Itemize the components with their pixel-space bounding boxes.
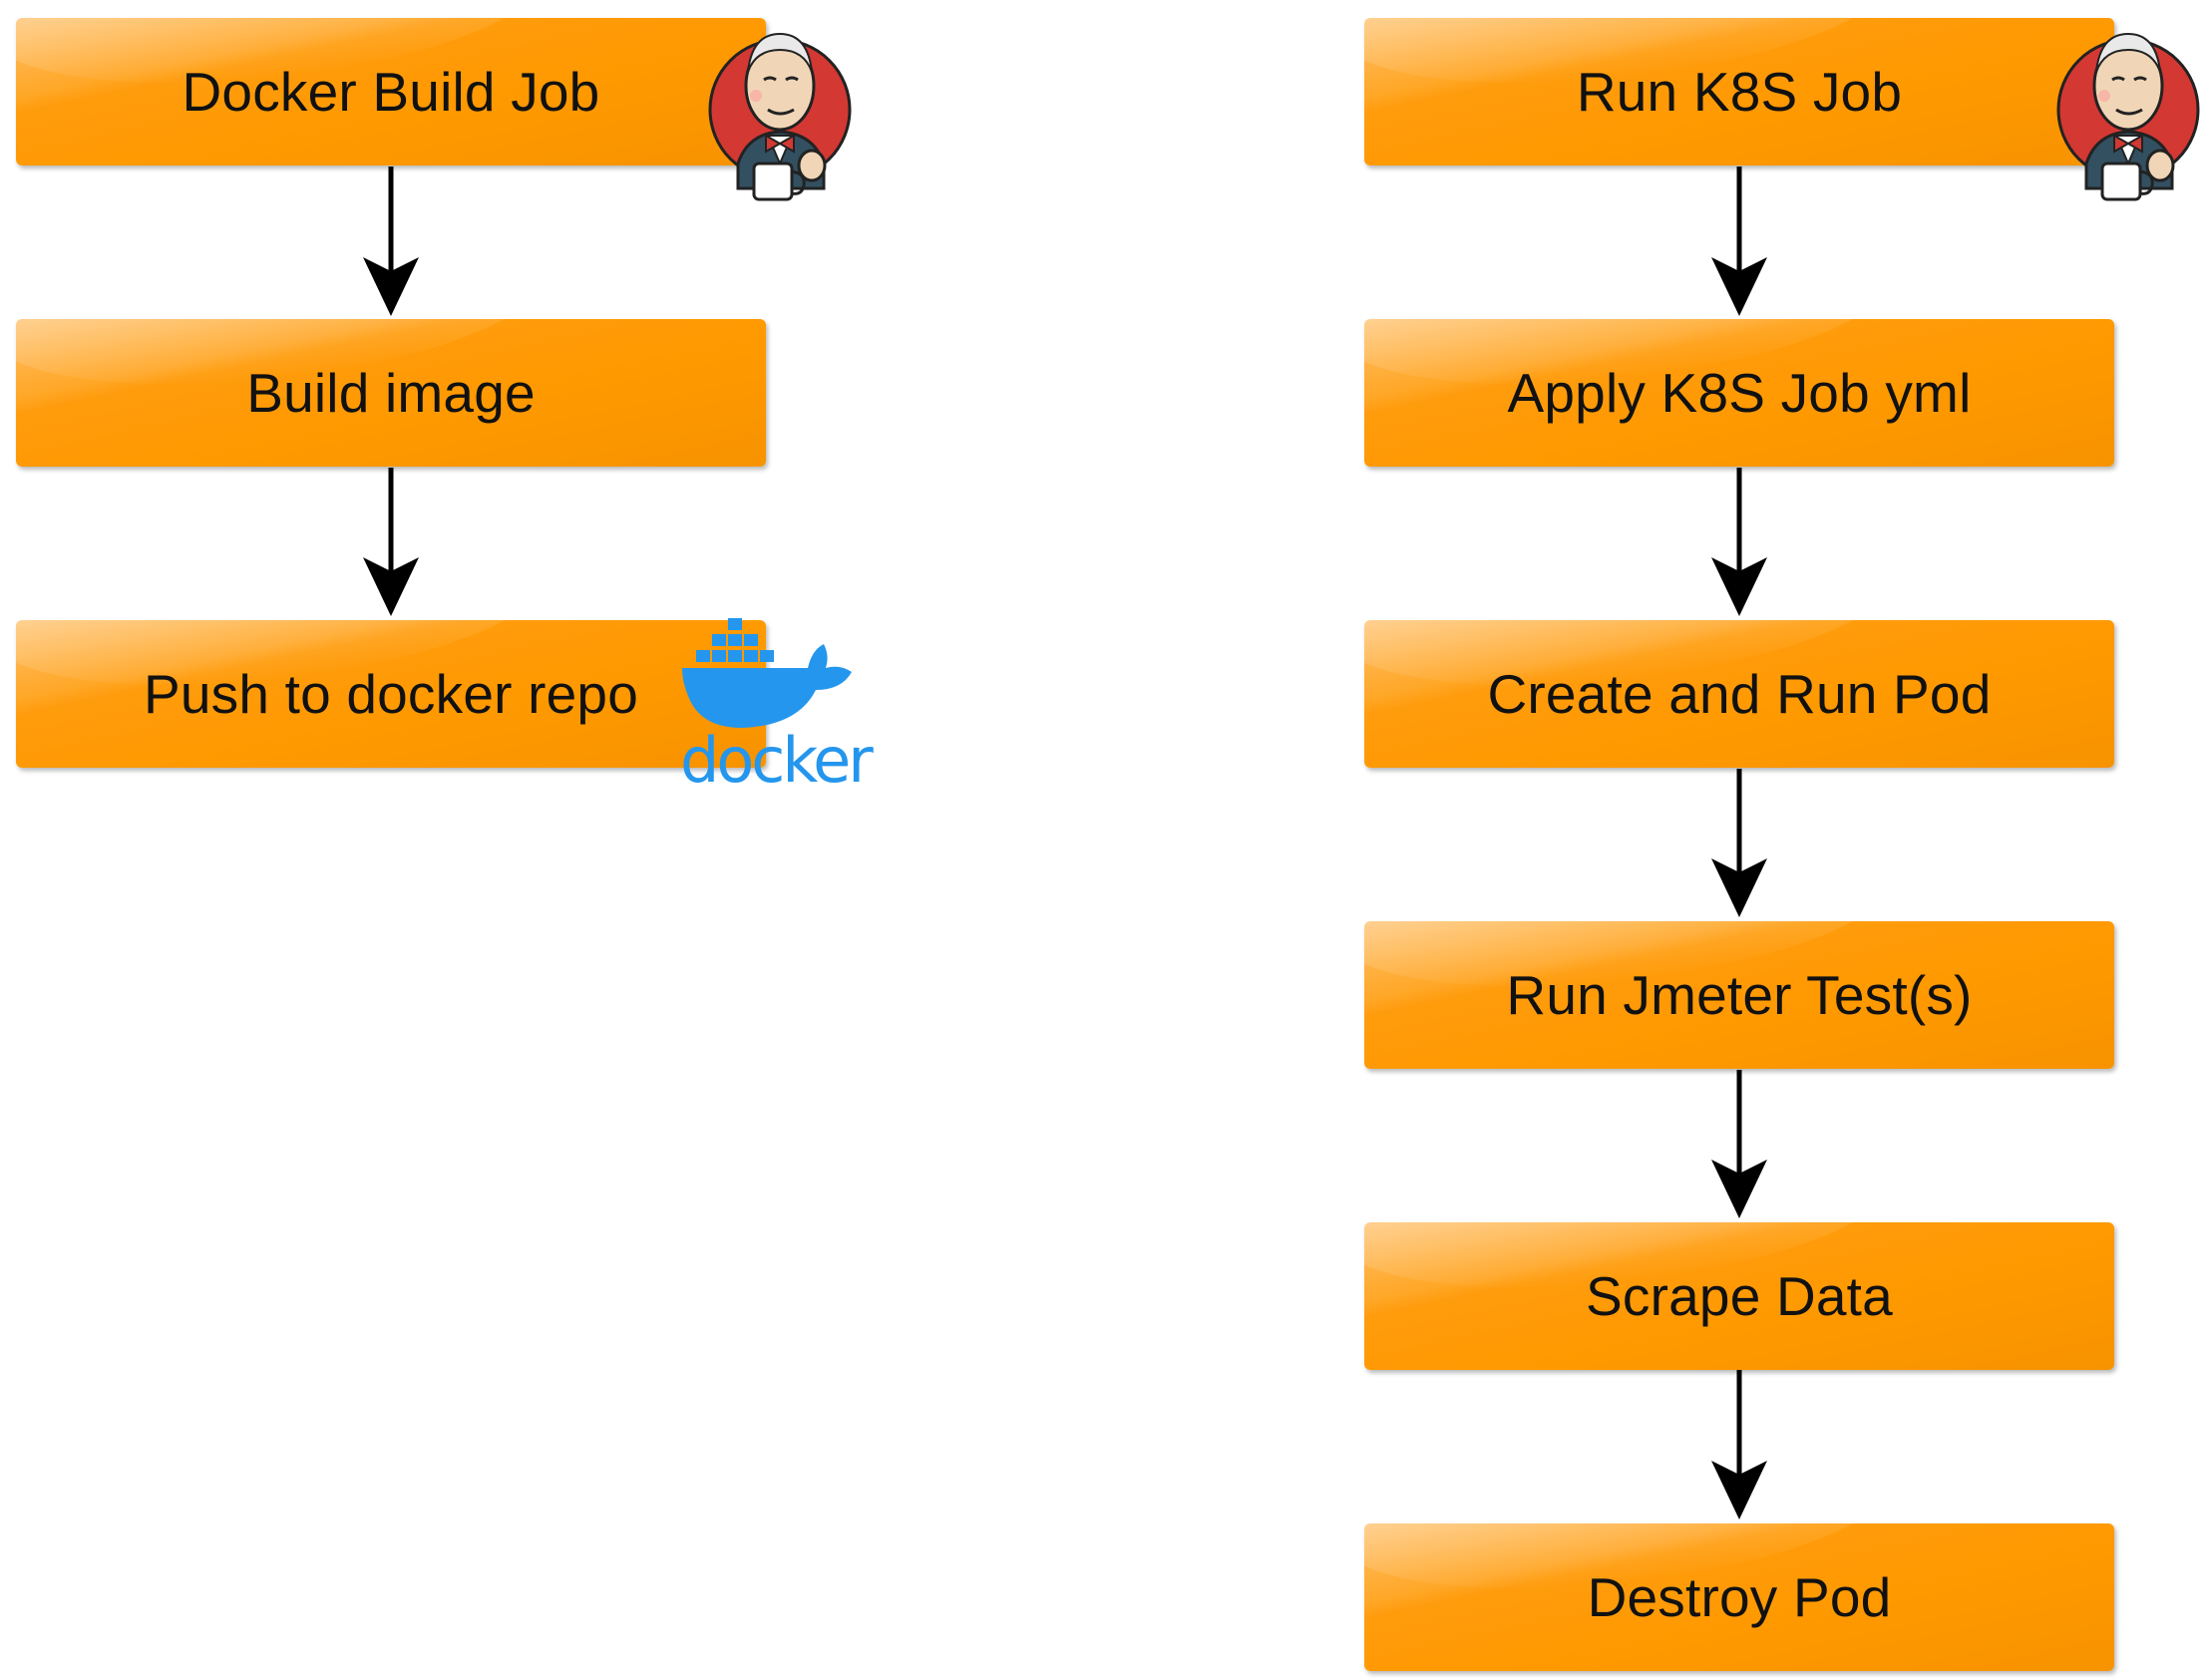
- docker-whale-icon: [682, 618, 852, 728]
- docker-wordmark: docker: [680, 724, 874, 797]
- docker-logo: docker: [680, 614, 890, 797]
- node-run-jmeter-tests: Run Jmeter Test(s): [1364, 921, 2114, 1069]
- node-build-image: Build image: [16, 319, 766, 467]
- node-push-to-docker-repo: Push to docker repo: [16, 620, 766, 768]
- arrowhead: [1711, 858, 1767, 917]
- node-label: Scrape Data: [1586, 1265, 1893, 1327]
- arrowhead: [1711, 1461, 1767, 1519]
- node-label: Run Jmeter Test(s): [1506, 964, 1973, 1026]
- arrowhead: [1711, 1160, 1767, 1218]
- node-label: Destroy Pod: [1587, 1566, 1892, 1628]
- node-create-and-run-pod: Create and Run Pod: [1364, 620, 2114, 768]
- arrowhead: [1711, 557, 1767, 616]
- node-label: Run K8S Job: [1576, 61, 1903, 123]
- node-docker-build-job: Docker Build Job: [16, 18, 766, 166]
- node-scrape-data: Scrape Data: [1364, 1222, 2114, 1370]
- arrowhead: [363, 257, 419, 316]
- arrowhead: [1711, 257, 1767, 316]
- node-label: Create and Run Pod: [1487, 663, 1992, 725]
- node-label: Apply K8S Job yml: [1507, 362, 1972, 424]
- arrowhead: [363, 557, 419, 616]
- jenkins-butler-icon: [708, 32, 852, 201]
- node-label: Push to docker repo: [143, 663, 639, 725]
- node-destroy-pod: Destroy Pod: [1364, 1523, 2114, 1671]
- jenkins-butler-icon: [2056, 32, 2200, 201]
- node-label: Docker Build Job: [182, 61, 600, 123]
- node-run-k8s-job: Run K8S Job: [1364, 18, 2114, 166]
- node-label: Build image: [246, 362, 536, 424]
- node-apply-k8s-job-yml: Apply K8S Job yml: [1364, 319, 2114, 467]
